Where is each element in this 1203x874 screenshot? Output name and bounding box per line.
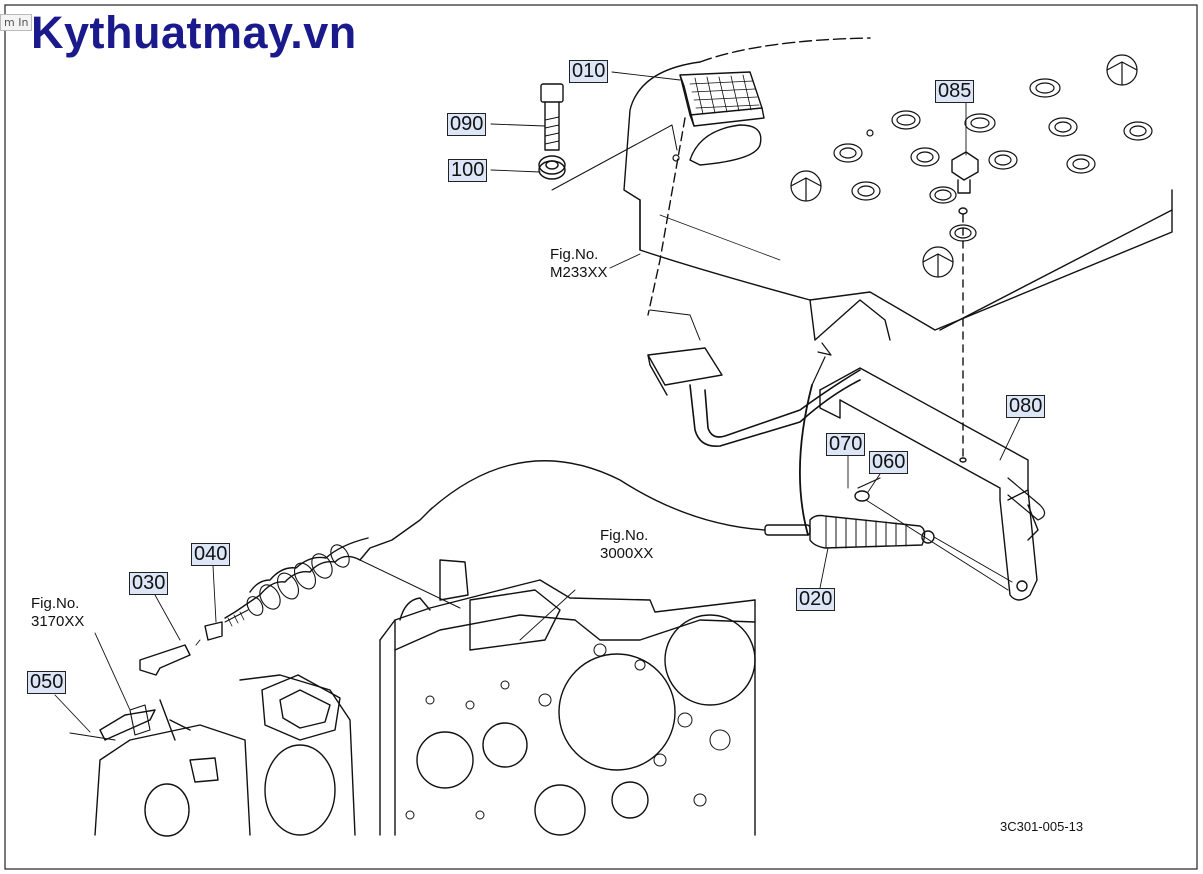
callout-070[interactable]: 070 — [826, 433, 866, 456]
figure-ref-code: 3000XX — [600, 545, 654, 562]
floor-plate — [623, 37, 1173, 341]
drawing-code: 3C301-005-13 — [1000, 819, 1084, 834]
callout-030[interactable]: 030 — [129, 572, 169, 595]
callout-080[interactable]: 080 — [1006, 395, 1046, 418]
callout-100[interactable]: 100 — [448, 159, 488, 182]
bolt-085 — [951, 151, 979, 461]
cable-end-assembly — [139, 507, 461, 676]
site-brand-watermark: Kythuatmay.vn — [31, 7, 357, 58]
zoom-tab[interactable]: m In — [0, 14, 33, 31]
bolt-090 — [538, 83, 678, 191]
figure-ref-label: Fig.No. — [600, 527, 649, 544]
callout-040[interactable]: 040 — [191, 543, 231, 566]
callout-085[interactable]: 085 — [935, 80, 975, 103]
bracket-080 — [819, 367, 1046, 601]
callout-090[interactable]: 090 — [447, 113, 487, 136]
figure-ref-3170[interactable]: Fig.No. 3170XX — [31, 595, 84, 631]
cable-020 — [429, 342, 1013, 591]
engine-housing-left — [69, 674, 356, 837]
leader-lines — [54, 71, 1021, 733]
outer-border — [4, 4, 1198, 870]
figure-ref-code: M233XX — [550, 264, 608, 281]
callout-020[interactable]: 020 — [796, 588, 836, 611]
pedal-pad — [679, 71, 765, 127]
engine-block — [379, 559, 756, 836]
callout-060[interactable]: 060 — [869, 451, 909, 474]
figure-ref-3000[interactable]: Fig.No. 3000XX — [600, 527, 653, 563]
figure-ref-code: 3170XX — [31, 613, 85, 630]
callout-050[interactable]: 050 — [27, 671, 67, 694]
figure-ref-label: Fig.No. — [550, 246, 599, 263]
figure-ref-label: Fig.No. — [31, 595, 80, 612]
pedal-arm — [647, 117, 861, 447]
figure-ref-m233[interactable]: Fig.No. M233XX — [550, 246, 608, 282]
callout-010[interactable]: 010 — [569, 60, 609, 83]
